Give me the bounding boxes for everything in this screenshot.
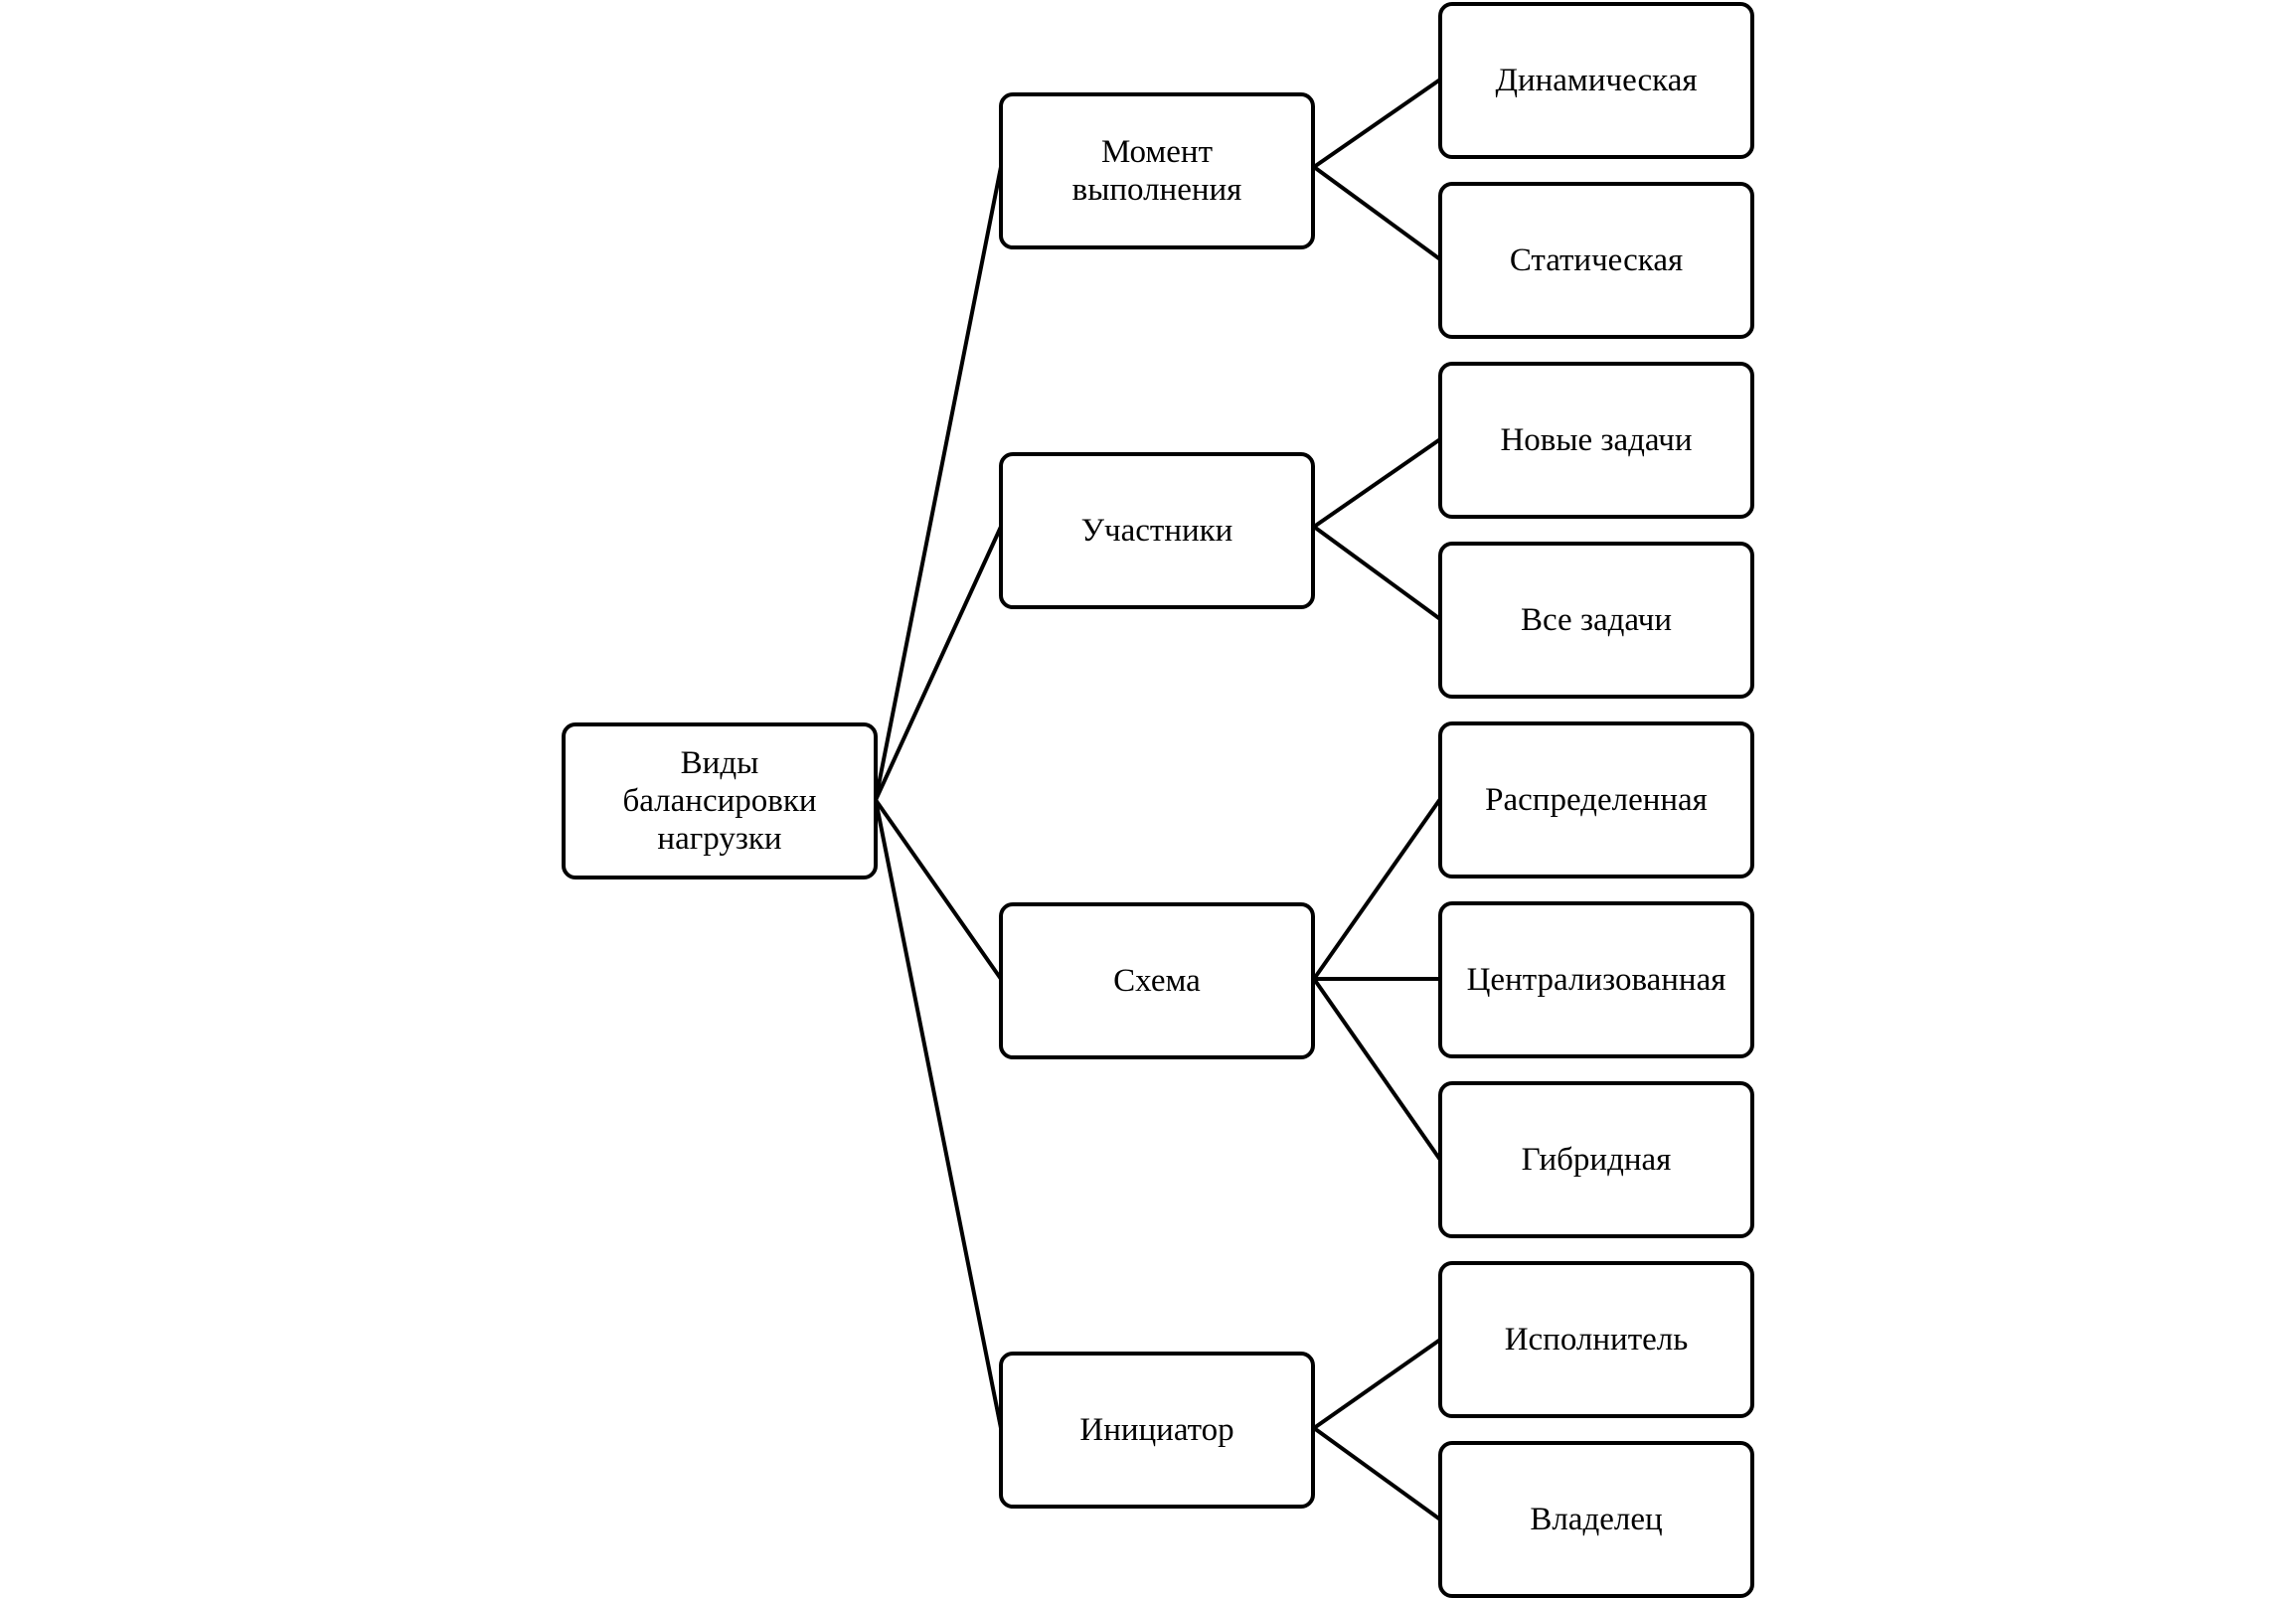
connector-category-2-to-leaf-2 bbox=[1312, 977, 1442, 1162]
leaf-node-hybrid: Гибридная bbox=[1438, 1081, 1754, 1238]
connector-category-1-to-leaf-1 bbox=[1312, 525, 1442, 621]
leaf-node-label: Статическая bbox=[1509, 242, 1684, 278]
connector-root-to-category-1 bbox=[874, 526, 1003, 801]
leaf-node-all-tasks: Все задачи bbox=[1438, 542, 1754, 699]
connector-category-1-to-leaf-0 bbox=[1312, 437, 1442, 529]
leaf-node-executor: Исполнитель bbox=[1438, 1261, 1754, 1418]
leaf-node-label: Распределенная bbox=[1485, 782, 1708, 818]
category-node-label: Момент выполнения bbox=[1071, 134, 1242, 208]
leaf-node-dynamic: Динамическая bbox=[1438, 2, 1754, 159]
leaf-node-label: Владелец bbox=[1530, 1502, 1663, 1537]
connector-root-to-category-3 bbox=[874, 799, 1003, 1429]
leaf-node-label: Новые задачи bbox=[1500, 422, 1693, 458]
leaf-node-label: Динамическая bbox=[1495, 63, 1698, 98]
connector-category-3-to-leaf-1 bbox=[1312, 1426, 1442, 1521]
leaf-node-new-tasks: Новые задачи bbox=[1438, 362, 1754, 519]
root-node-label: Виды балансировки нагрузки bbox=[622, 745, 817, 857]
leaf-node-label: Исполнитель bbox=[1504, 1322, 1689, 1358]
connector-root-to-category-2 bbox=[874, 798, 1003, 981]
leaf-node-centralized: Централизованная bbox=[1438, 901, 1754, 1058]
leaf-node-label: Все задачи bbox=[1520, 602, 1672, 638]
leaf-node-distributed: Распределенная bbox=[1438, 721, 1754, 879]
connector-category-0-to-leaf-1 bbox=[1312, 165, 1442, 261]
connector-category-3-to-leaf-0 bbox=[1312, 1338, 1442, 1430]
category-node-label: Схема bbox=[1113, 963, 1201, 999]
leaf-node-static: Статическая bbox=[1438, 182, 1754, 339]
category-node-scheme: Схема bbox=[999, 902, 1315, 1059]
category-node-participants: Участники bbox=[999, 452, 1315, 609]
connector-category-2-to-leaf-0 bbox=[1312, 797, 1442, 981]
category-node-initiator: Инициатор bbox=[999, 1352, 1315, 1509]
root-node: Виды балансировки нагрузки bbox=[562, 722, 878, 879]
category-node-execution-moment: Момент выполнения bbox=[999, 92, 1315, 249]
category-node-label: Инициатор bbox=[1079, 1412, 1234, 1448]
connector-root-to-category-0 bbox=[874, 166, 1003, 801]
leaf-node-label: Гибридная bbox=[1521, 1142, 1672, 1178]
leaf-node-label: Централизованная bbox=[1466, 962, 1726, 998]
connector-category-0-to-leaf-0 bbox=[1312, 78, 1442, 169]
category-node-label: Участники bbox=[1080, 513, 1233, 549]
leaf-node-owner: Владелец bbox=[1438, 1441, 1754, 1598]
